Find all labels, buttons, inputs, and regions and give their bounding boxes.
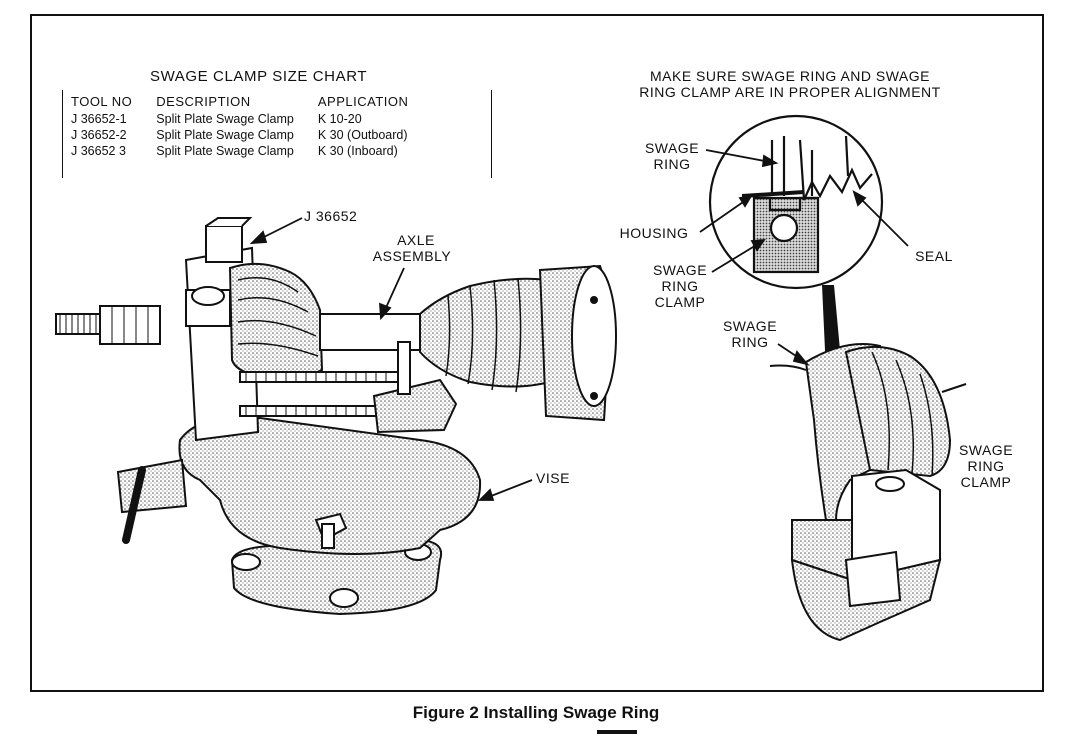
inset-clamp-line3: CLAMP — [654, 294, 706, 310]
tool-j36652-label: J 36652 — [304, 208, 358, 224]
header-tool-no: TOOL NO — [71, 94, 133, 109]
left-leader-lines — [249, 217, 533, 501]
figure-caption: Figure 2 Installing Swage Ring — [412, 703, 660, 722]
inset-seal-label: SEAL — [915, 248, 953, 264]
lower-clamp-line2: RING — [967, 458, 1005, 474]
application-cell: K 30 (Outboard) — [317, 128, 408, 142]
application-cell: K 10-20 — [317, 112, 362, 126]
application-cell: K 30 (Inboard) — [317, 144, 398, 158]
description-cell: Split Plate Swage Clamp — [156, 144, 294, 158]
inset-swage-ring-line2: RING — [653, 156, 691, 172]
size-chart-title: SWAGE CLAMP SIZE CHART — [150, 68, 368, 85]
inset-housing-label: HOUSING — [619, 225, 689, 241]
axle-assembly-drawing — [55, 217, 617, 442]
axle-label-line1: AXLE — [397, 232, 435, 248]
vise-label: VISE — [536, 470, 570, 486]
tool-no-cell: J 36652-2 — [71, 128, 127, 142]
inset-clamp-line1: SWAGE — [652, 262, 708, 278]
inset-swage-ring-line1: SWAGE — [644, 140, 700, 156]
tool-no-cell: J 36652 3 — [71, 144, 126, 158]
alignment-note-line2: RING CLAMP ARE IN PROPER ALIGNMENT — [639, 84, 941, 100]
description-cell: Split Plate Swage Clamp — [156, 112, 294, 126]
header-application: APPLICATION — [317, 94, 409, 109]
ring-clamp-drawing — [769, 343, 967, 642]
description-cell: Split Plate Swage Clamp — [156, 128, 294, 142]
vise-drawing — [116, 415, 482, 616]
right-leader-lines — [699, 149, 909, 366]
lower-clamp-line3: CLAMP — [960, 474, 1012, 490]
table-row: J 36652-1 Split Plate Swage Clamp K 10-2… — [71, 111, 432, 127]
table-row: J 36652-2 Split Plate Swage Clamp K 30 (… — [71, 127, 432, 143]
table-row: J 36652 3 Split Plate Swage Clamp K 30 (… — [71, 143, 432, 159]
axle-label-line2: ASSEMBLY — [372, 248, 452, 264]
tool-no-cell: J 36652-1 — [71, 112, 127, 126]
lower-clamp-line1: SWAGE — [958, 442, 1014, 458]
page-mark — [597, 730, 637, 734]
size-chart-header-row: TOOL NO DESCRIPTION APPLICATION — [71, 94, 432, 111]
size-chart-table: TOOL NO DESCRIPTION APPLICATION J 36652-… — [62, 90, 492, 178]
alignment-note-line1: MAKE SURE SWAGE RING AND SWAGE — [649, 68, 930, 84]
figure-frame — [30, 14, 1044, 692]
lower-swage-ring-line1: SWAGE — [722, 318, 778, 334]
inset-clamp-line2: RING — [661, 278, 699, 294]
lower-swage-ring-line2: RING — [731, 334, 769, 350]
header-description: DESCRIPTION — [156, 94, 251, 109]
